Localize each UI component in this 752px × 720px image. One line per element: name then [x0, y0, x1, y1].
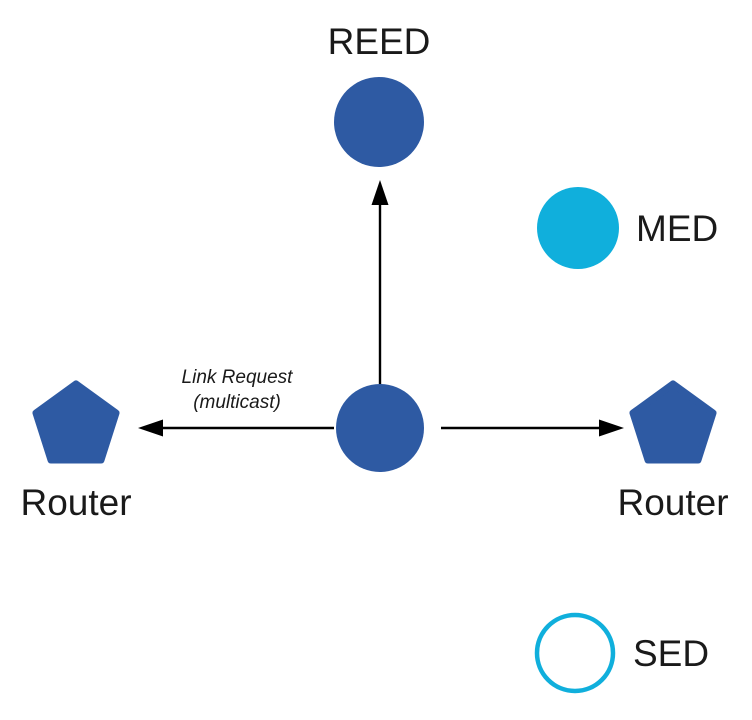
sed-circle[interactable]: [534, 612, 616, 694]
sed-label: SED: [633, 633, 709, 674]
edge-to-router-left-arrow: [138, 419, 334, 437]
edge-to-router-left-arrowhead: [138, 419, 163, 437]
med-circle[interactable]: [537, 187, 619, 269]
edge-to-reed-arrow: [371, 180, 389, 384]
edge-group: [138, 180, 624, 437]
edge-to-reed-arrowhead: [371, 180, 389, 205]
router-left-pentagon[interactable]: [32, 380, 120, 464]
edge-to-router-right-arrowhead: [599, 419, 624, 437]
node-sed[interactable]: SED: [534, 612, 709, 694]
router-right-pentagon[interactable]: [629, 380, 717, 464]
reed-label: REED: [328, 21, 431, 62]
router-left-label: Router: [20, 482, 131, 523]
node-center-router[interactable]: [336, 384, 424, 472]
link-request-label-line2: (multicast): [193, 392, 281, 413]
node-router-right[interactable]: Router: [617, 380, 729, 523]
node-med[interactable]: MED: [537, 187, 718, 269]
router-right-label: Router: [617, 482, 728, 523]
link-request-label: Link Request (multicast): [182, 367, 294, 413]
med-label: MED: [636, 208, 718, 249]
node-router-left[interactable]: Router: [20, 380, 132, 523]
link-request-label-line1: Link Request: [182, 367, 294, 388]
node-reed[interactable]: REED: [328, 21, 431, 167]
edge-to-router-right-arrow: [441, 419, 624, 437]
center-router-circle[interactable]: [336, 384, 424, 472]
reed-circle[interactable]: [334, 77, 424, 167]
